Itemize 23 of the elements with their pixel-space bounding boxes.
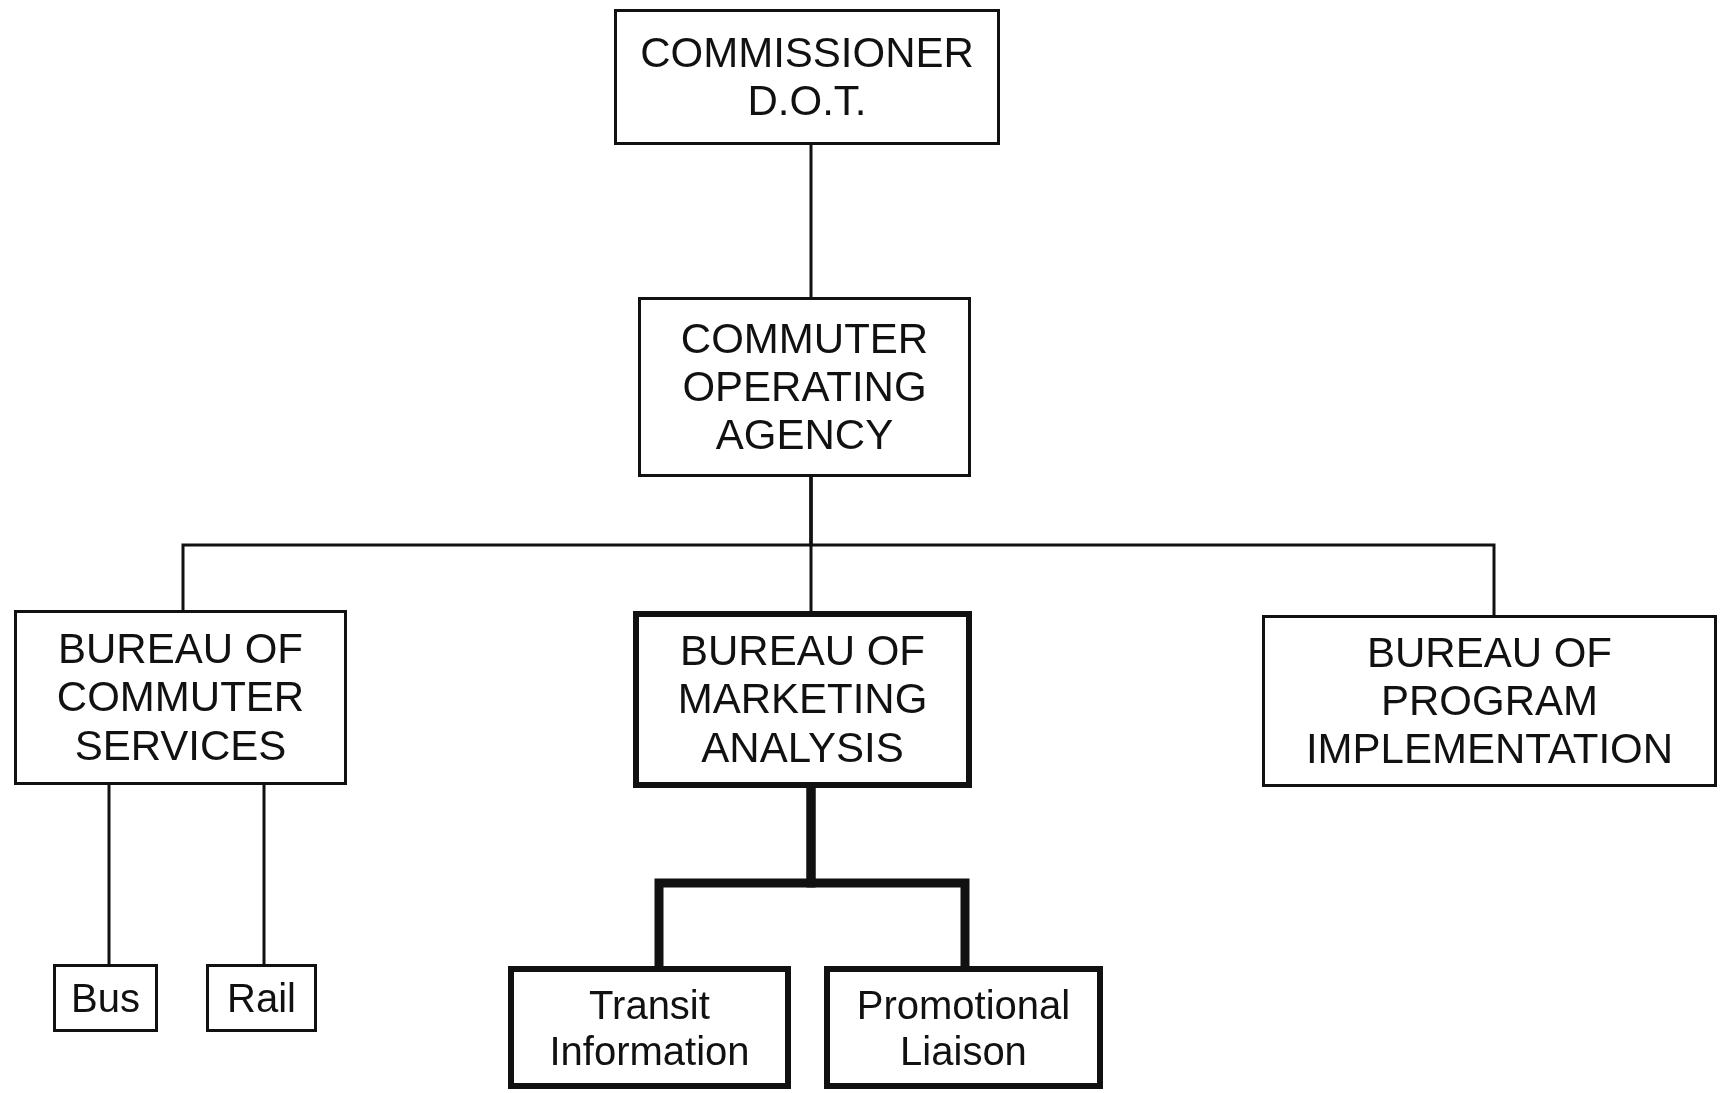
box-label: BUREAU OF MARKETING ANALYSIS (676, 627, 929, 772)
box-label: Rail (227, 975, 296, 1021)
org-box (14, 610, 347, 785)
connector-line (809, 145, 813, 297)
box-label: BUREAU OF COMMUTER SERVICES (55, 625, 306, 770)
box-label: BUREAU OF PROGRAM IMPLEMENTATION (1304, 628, 1675, 774)
org-box (53, 964, 158, 1032)
box-label: Promotional Liaison (855, 981, 1072, 1074)
box-label: Bus (71, 975, 140, 1021)
org-box (206, 964, 317, 1032)
org-box (633, 611, 972, 788)
org-box (824, 966, 1103, 1089)
connector-line (809, 477, 1496, 615)
connector-line (806, 788, 970, 966)
box-label: Transit Information (548, 981, 751, 1074)
connector-line (262, 785, 266, 964)
connector-line (107, 785, 111, 964)
box-label: COMMISSIONER D.O.T. (639, 28, 975, 126)
org-box (508, 966, 791, 1089)
org-box (614, 9, 1000, 145)
org-box (638, 297, 971, 477)
box-label: COMMUTER OPERATING AGENCY (679, 314, 930, 460)
org-box (1262, 615, 1717, 787)
